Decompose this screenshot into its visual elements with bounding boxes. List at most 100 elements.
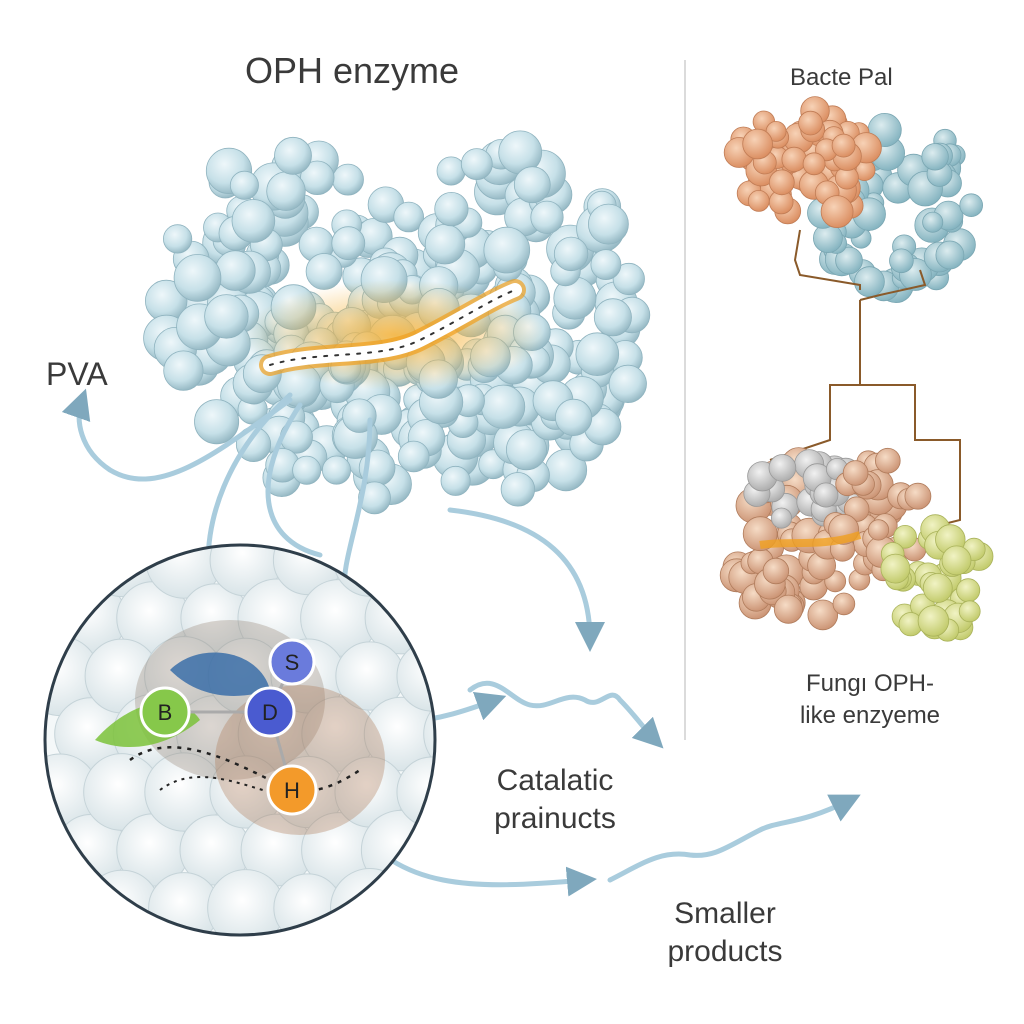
fungal-label-line1: Fungı OPH- xyxy=(805,670,935,697)
protein-surface-bead xyxy=(440,465,471,496)
protein-surface-bead xyxy=(813,482,839,508)
catalytic-label-line2: prainucts xyxy=(494,802,616,835)
protein-surface-bead xyxy=(331,226,366,261)
zoom-surface-cell xyxy=(45,545,97,597)
protein-surface-bead xyxy=(436,156,466,186)
protein-surface-bead xyxy=(483,226,531,274)
protein-surface-bead xyxy=(904,482,932,510)
bacterial-enzyme-structure xyxy=(723,96,983,303)
residue-d-label: D xyxy=(262,700,278,725)
residue-s-label: S xyxy=(285,650,300,675)
protein-surface-bead xyxy=(608,364,647,403)
protein-surface-bead xyxy=(959,193,983,218)
protein-surface-bead xyxy=(854,266,885,298)
protein-surface-bead xyxy=(889,248,914,274)
zoom-surface-cell xyxy=(423,694,435,774)
protein-surface-bead xyxy=(505,429,547,471)
smaller-products-label: Smaller products xyxy=(655,895,795,971)
smaller-label-line2: products xyxy=(667,935,783,968)
protein-surface-bead xyxy=(768,169,795,196)
protein-surface-bead xyxy=(867,519,890,541)
protein-surface-bead xyxy=(941,545,972,576)
protein-surface-bead xyxy=(173,254,222,302)
zoom-surface-cell xyxy=(363,696,435,772)
protein-surface-bead xyxy=(832,592,856,616)
protein-surface-bead xyxy=(553,236,589,272)
protein-surface-bead xyxy=(575,332,620,377)
protein-surface-bead xyxy=(163,224,193,254)
catalytic-products-label: Catalatic prainucts xyxy=(480,762,630,838)
protein-surface-bead xyxy=(922,573,953,603)
protein-surface-bead xyxy=(893,524,917,549)
residue-h-ball: H xyxy=(266,764,318,816)
protein-surface-bead xyxy=(434,192,469,227)
zoom-surface-cell xyxy=(330,868,410,935)
protein-surface-bead xyxy=(921,143,949,171)
protein-surface-bead xyxy=(798,110,823,136)
protein-surface-bead xyxy=(802,152,826,176)
residue-h-label: H xyxy=(284,778,300,803)
fungal-enzyme-structure xyxy=(719,447,994,642)
protein-surface-bead xyxy=(935,240,965,270)
protein-surface-bead xyxy=(820,195,854,229)
protein-surface-bead xyxy=(231,199,276,243)
protein-surface-bead xyxy=(742,128,773,160)
zoom-surface-cell xyxy=(333,545,407,597)
protein-surface-bead xyxy=(958,600,981,623)
protein-surface-bead xyxy=(612,262,645,296)
protein-surface-bead xyxy=(842,460,869,486)
protein-surface-bead xyxy=(831,133,856,158)
protein-surface-bead xyxy=(274,136,312,175)
zoom-connector-arrow-2 xyxy=(265,402,323,558)
protein-surface-bead xyxy=(880,553,911,584)
protein-surface-bead xyxy=(229,170,259,200)
products-wave-arrow xyxy=(607,794,861,883)
protein-surface-bead xyxy=(194,399,240,445)
residue-b-ball: B xyxy=(139,686,191,738)
protein-surface-bead xyxy=(593,298,632,337)
protein-surface-bead xyxy=(163,350,204,391)
bacterial-enzyme-label: Bacte Pal xyxy=(790,64,893,91)
protein-surface-bead xyxy=(460,148,493,181)
protein-surface-bead xyxy=(747,189,770,212)
zoom-surface-cell xyxy=(45,867,101,935)
protein-surface-bead xyxy=(781,146,807,172)
protein-surface-bead xyxy=(762,557,790,585)
protein-surface-bead xyxy=(513,166,551,204)
protein-surface-bead xyxy=(300,160,335,195)
protein-surface-bead xyxy=(771,507,793,529)
protein-surface-bead xyxy=(768,454,797,482)
protein-surface-bead xyxy=(204,294,249,339)
protein-surface-bead xyxy=(917,605,950,637)
fungal-label-line2: like enzyeme xyxy=(799,702,941,729)
protein-surface-bead xyxy=(835,246,863,275)
protein-surface-bead xyxy=(500,472,536,507)
catalytic-arrow xyxy=(467,680,664,749)
zoom-surface-cell xyxy=(427,582,435,654)
residue-b-label: B xyxy=(158,700,173,725)
protein-surface-bead xyxy=(393,201,425,233)
pva-release-arrow xyxy=(61,388,293,482)
protein-surface-bead xyxy=(807,599,839,631)
protein-surface-bead xyxy=(554,398,593,436)
protein-surface-bead xyxy=(266,171,306,211)
protein-surface-bead xyxy=(874,447,901,474)
protein-surface-bead xyxy=(588,203,629,245)
protein-surface-bead xyxy=(922,211,944,233)
down-arrow xyxy=(447,507,605,652)
protein-surface-bead xyxy=(332,163,364,196)
protein-surface-bead xyxy=(424,223,466,265)
pva-label: PVA xyxy=(46,356,108,392)
protein-surface-bead xyxy=(773,594,803,624)
protein-surface-bead xyxy=(215,250,256,291)
enzyme-connector-lines xyxy=(769,229,961,526)
protein-surface-bead xyxy=(397,440,430,473)
protein-surface-bead xyxy=(530,200,564,234)
protein-surface-bead xyxy=(358,481,391,515)
smaller-label-line1: Smaller xyxy=(674,897,776,930)
page-title: OPH enzyme xyxy=(245,50,460,91)
protein-surface-bead xyxy=(956,578,981,603)
protein-surface-bead xyxy=(292,455,322,485)
fungal-active-site-band xyxy=(759,531,862,549)
